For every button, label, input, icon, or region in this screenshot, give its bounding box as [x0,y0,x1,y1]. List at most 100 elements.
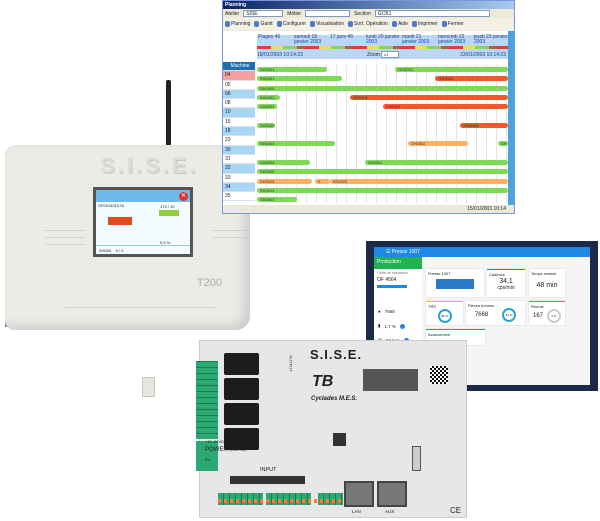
toolbar-icon [441,21,447,27]
gantt-bar[interactable]: SH0005 [257,169,508,175]
range-end: 23/01/2003 10:14:23 [460,52,506,58]
gantt-bar[interactable]: OH0002 [407,141,468,147]
screen-value: 174 / 10 [160,204,175,209]
toolbar-button[interactable]: Imprimer [411,21,438,27]
toolbar-icon [391,21,397,27]
zoom-label: Zoom [367,52,380,58]
toolbar-button[interactable]: Aide [391,21,408,27]
day-label: jeudi 23 janvier 2003 [474,34,508,45]
close-icon[interactable]: ✕ [179,192,188,201]
display-window [363,369,418,391]
window-title: Planning [223,1,514,9]
usb-port[interactable] [412,446,421,471]
gantt-bar[interactable]: SH0001 [364,160,508,165]
machine-row-label[interactable]: 33 [223,173,255,183]
gantt-bar[interactable]: SH0002 [257,122,275,128]
toolbar-button[interactable]: Fermer [441,21,464,27]
machine-row-label[interactable]: 10 [223,108,255,118]
machine-row-label[interactable]: 23 [223,136,255,146]
power-terminal [196,441,218,471]
gantt-bar[interactable]: OH0001 [382,104,508,110]
input-led-strip [230,476,305,484]
gantt-bar[interactable]: S [314,178,330,184]
screen-value: 0,5 % [160,240,171,245]
input-label: INPUT [260,467,277,473]
atelier-select[interactable]: SISE [243,10,284,17]
toolbar-button[interactable]: Sort. Opération [348,21,388,27]
machine-row-label[interactable]: 04 [223,71,255,81]
machine-row-label[interactable]: 34 [223,182,255,193]
toolbar-icon [225,21,230,27]
day-label: lundi 20 janvier 2003 [366,34,400,45]
gantt-bar[interactable]: OH0002 [349,94,508,100]
screen-of: OF00140107A [98,203,125,208]
gantt-bar[interactable]: SH0004 [257,160,310,165]
machine-row-label[interactable]: 18 [223,127,255,137]
machine-row-label[interactable]: 06 [223,89,255,100]
machine-row-label[interactable]: 08 [223,99,255,109]
lan-port[interactable] [344,481,374,507]
led-window [333,433,346,446]
gantt-bar[interactable]: SH0014 [257,187,508,193]
toolbar-button[interactable]: Visualisation [310,21,344,27]
screen-toolbar [96,190,190,202]
toolbar-icon [310,21,316,27]
of-value: OF 4564 [377,277,397,283]
machine-row-label[interactable]: 32 [223,164,255,174]
metier-select[interactable] [305,10,351,17]
machine-row-label[interactable]: 35 [223,192,255,202]
gantt-bar[interactable]: OH0001 [395,67,508,72]
device-brand: S.I.S.E. [100,153,199,178]
gantt-bar[interactable]: SH0001 [257,76,343,82]
antenna [166,80,171,146]
gantt-bar[interactable]: SH0003 [257,197,298,203]
qr-code [430,366,448,384]
touch-screen[interactable]: ✕ OF00140107A 174 / 10 0,5 % SH003 0 / 0 [93,187,193,257]
gantt-bar[interactable]: SH0003 [257,141,335,147]
gantt-bar[interactable]: SH0001 [257,104,278,110]
vertical-scrollbar[interactable] [508,31,514,205]
toolbar-icon [254,21,260,27]
gantt-bar[interactable]: SH [497,141,508,147]
gantt-bar[interactable]: OH0003 [460,122,508,128]
menu-icon[interactable]: ☰ [386,249,392,255]
machine-header: Machine [223,62,255,72]
planning-window: Planning Atelier SISE Métier Section GCB… [222,0,515,214]
toolbar-button[interactable]: Configurer [276,21,306,27]
machine-row-label[interactable]: 15 [223,117,255,128]
lan-label: LAN [352,509,361,514]
range-start: 18/01/2003 10:14:23 [257,52,303,58]
day-label: mardi 21 janvier 2003 [402,34,430,45]
status-badge: Production [374,257,422,269]
machine-row-label[interactable]: 05 [223,80,255,90]
t200-terminal: S.I.S.E. ✕ OF00140107A 174 / 10 0,5 % SH… [5,145,250,397]
status-indicator [159,210,179,216]
gantt-bar[interactable]: SH0005 [257,85,508,91]
side-value: 7668 [384,309,395,314]
gantt-bar[interactable]: SH0001 [257,67,328,72]
zoom-select[interactable]: x1 [381,51,399,58]
output-terminals [196,361,218,439]
status-bar: 15/01/2003 10:14 [467,206,506,212]
gantt-bar[interactable]: SH0025 [257,178,313,184]
gantt-bar[interactable]: SH0025 [329,178,508,184]
day-label: 17 janv 46 [330,34,354,40]
toolbar-icon [276,21,282,27]
toolbar-button[interactable]: Gantt [254,21,273,27]
screen-bottom-text: SH003 [99,248,112,253]
output-label: OUTPUT [288,355,294,372]
toolbar-button[interactable]: Planning [225,21,250,27]
aux-port[interactable] [377,481,407,507]
device-model: T200 [196,277,222,289]
machine-row-label[interactable]: 30 [223,145,255,155]
gantt-bar[interactable]: SH0002 [257,94,280,100]
section-select[interactable]: GCB1 [374,10,490,17]
gantt-bar[interactable]: OH0025 [435,76,508,82]
machine-row-label[interactable]: 31 [223,154,255,165]
dashboard-title: Presse 1007 [391,249,420,255]
